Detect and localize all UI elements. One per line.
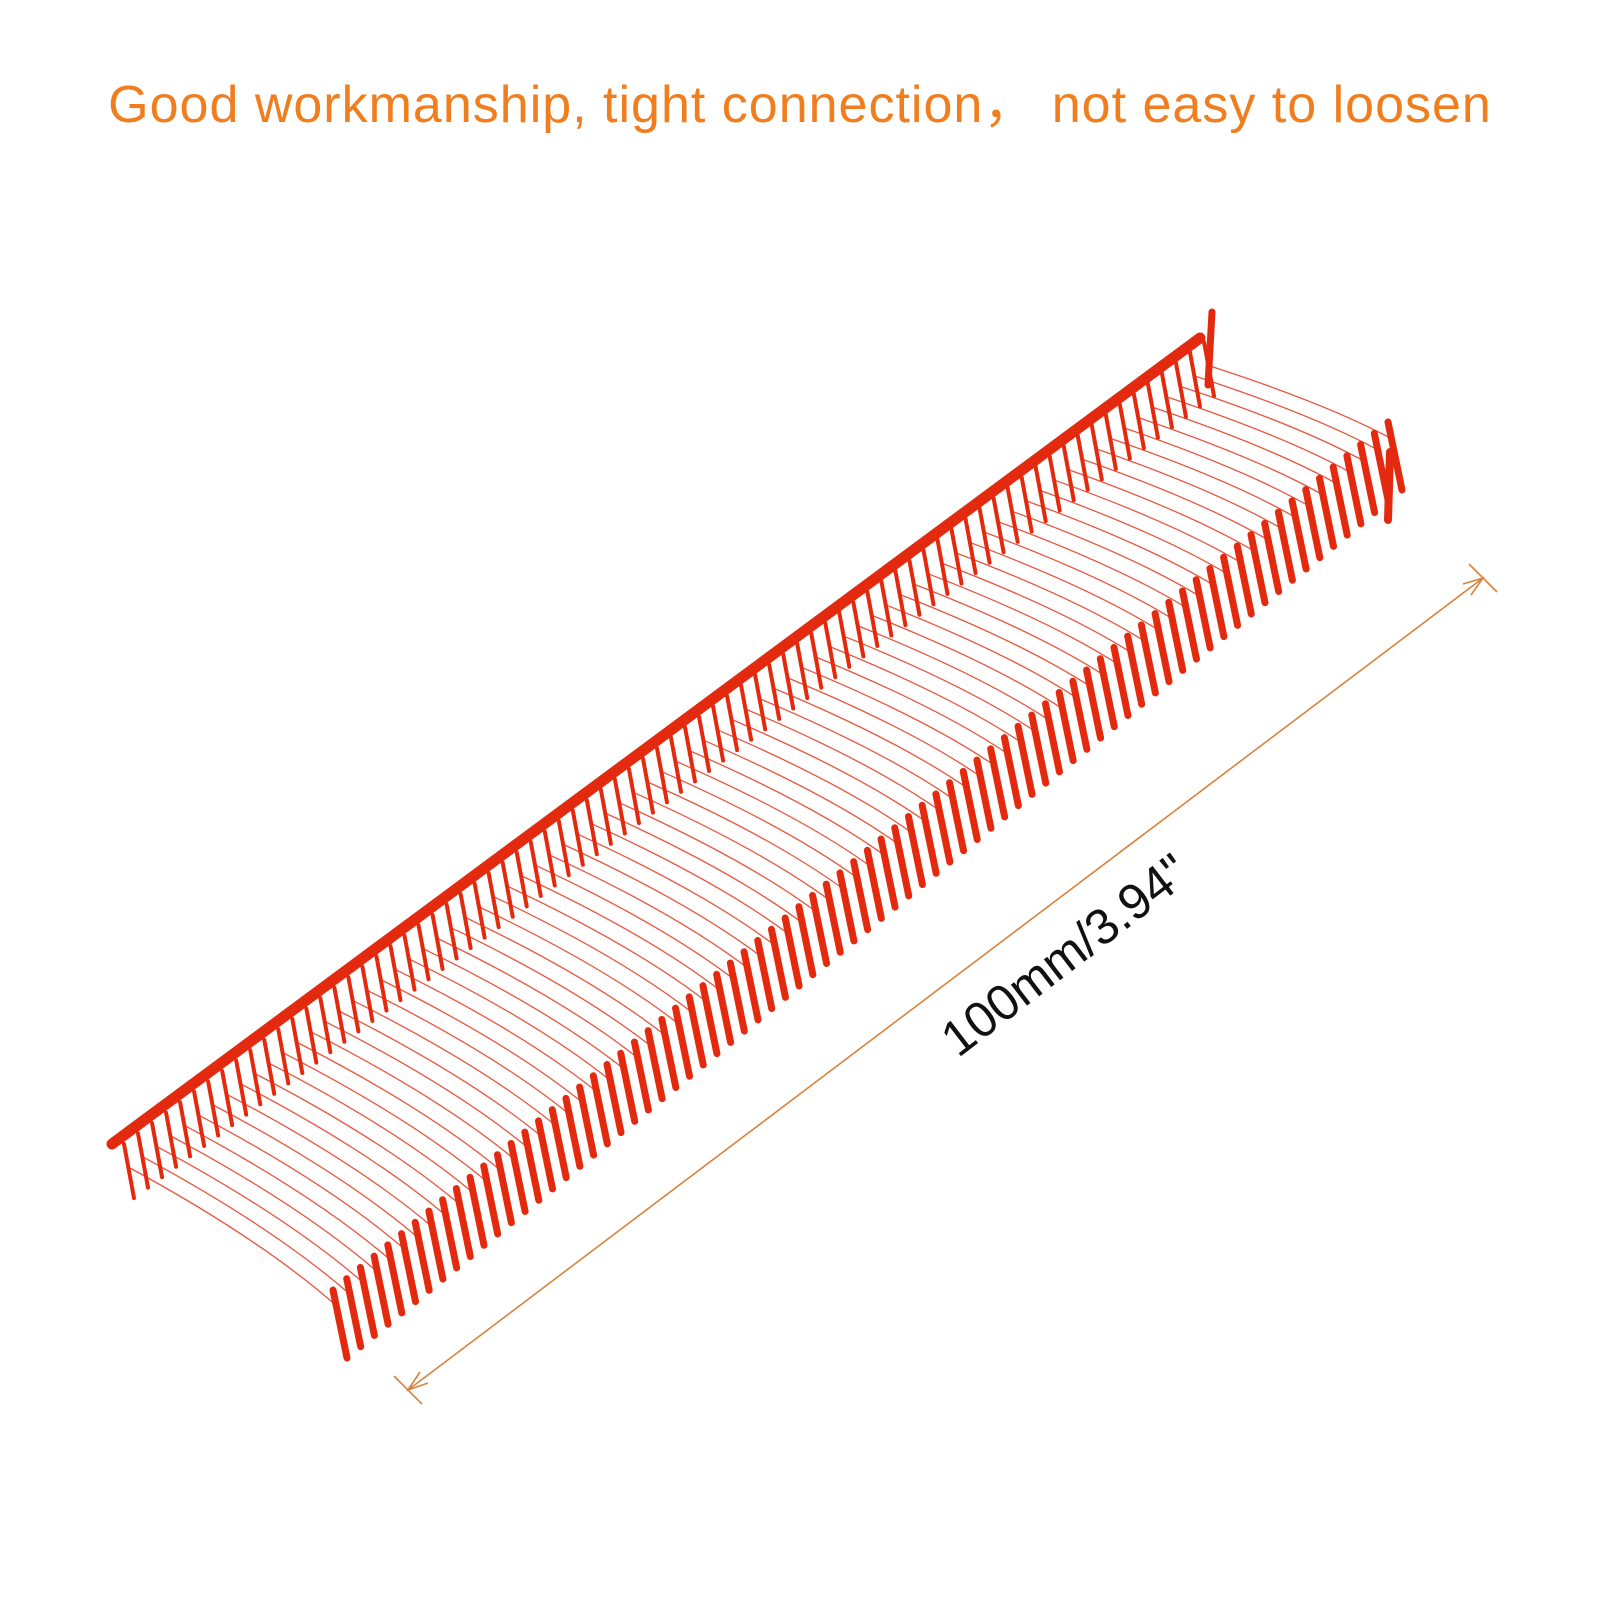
dimension-arrowhead [1462, 576, 1485, 596]
tag-pin-strip-icon [106, 308, 1406, 1362]
headline: Good workmanship, tight connection， not … [108, 76, 1492, 134]
dimension-arrow [393, 563, 1498, 1405]
dimension-line [407, 577, 1484, 1391]
dimension-arrowhead [406, 1371, 429, 1392]
